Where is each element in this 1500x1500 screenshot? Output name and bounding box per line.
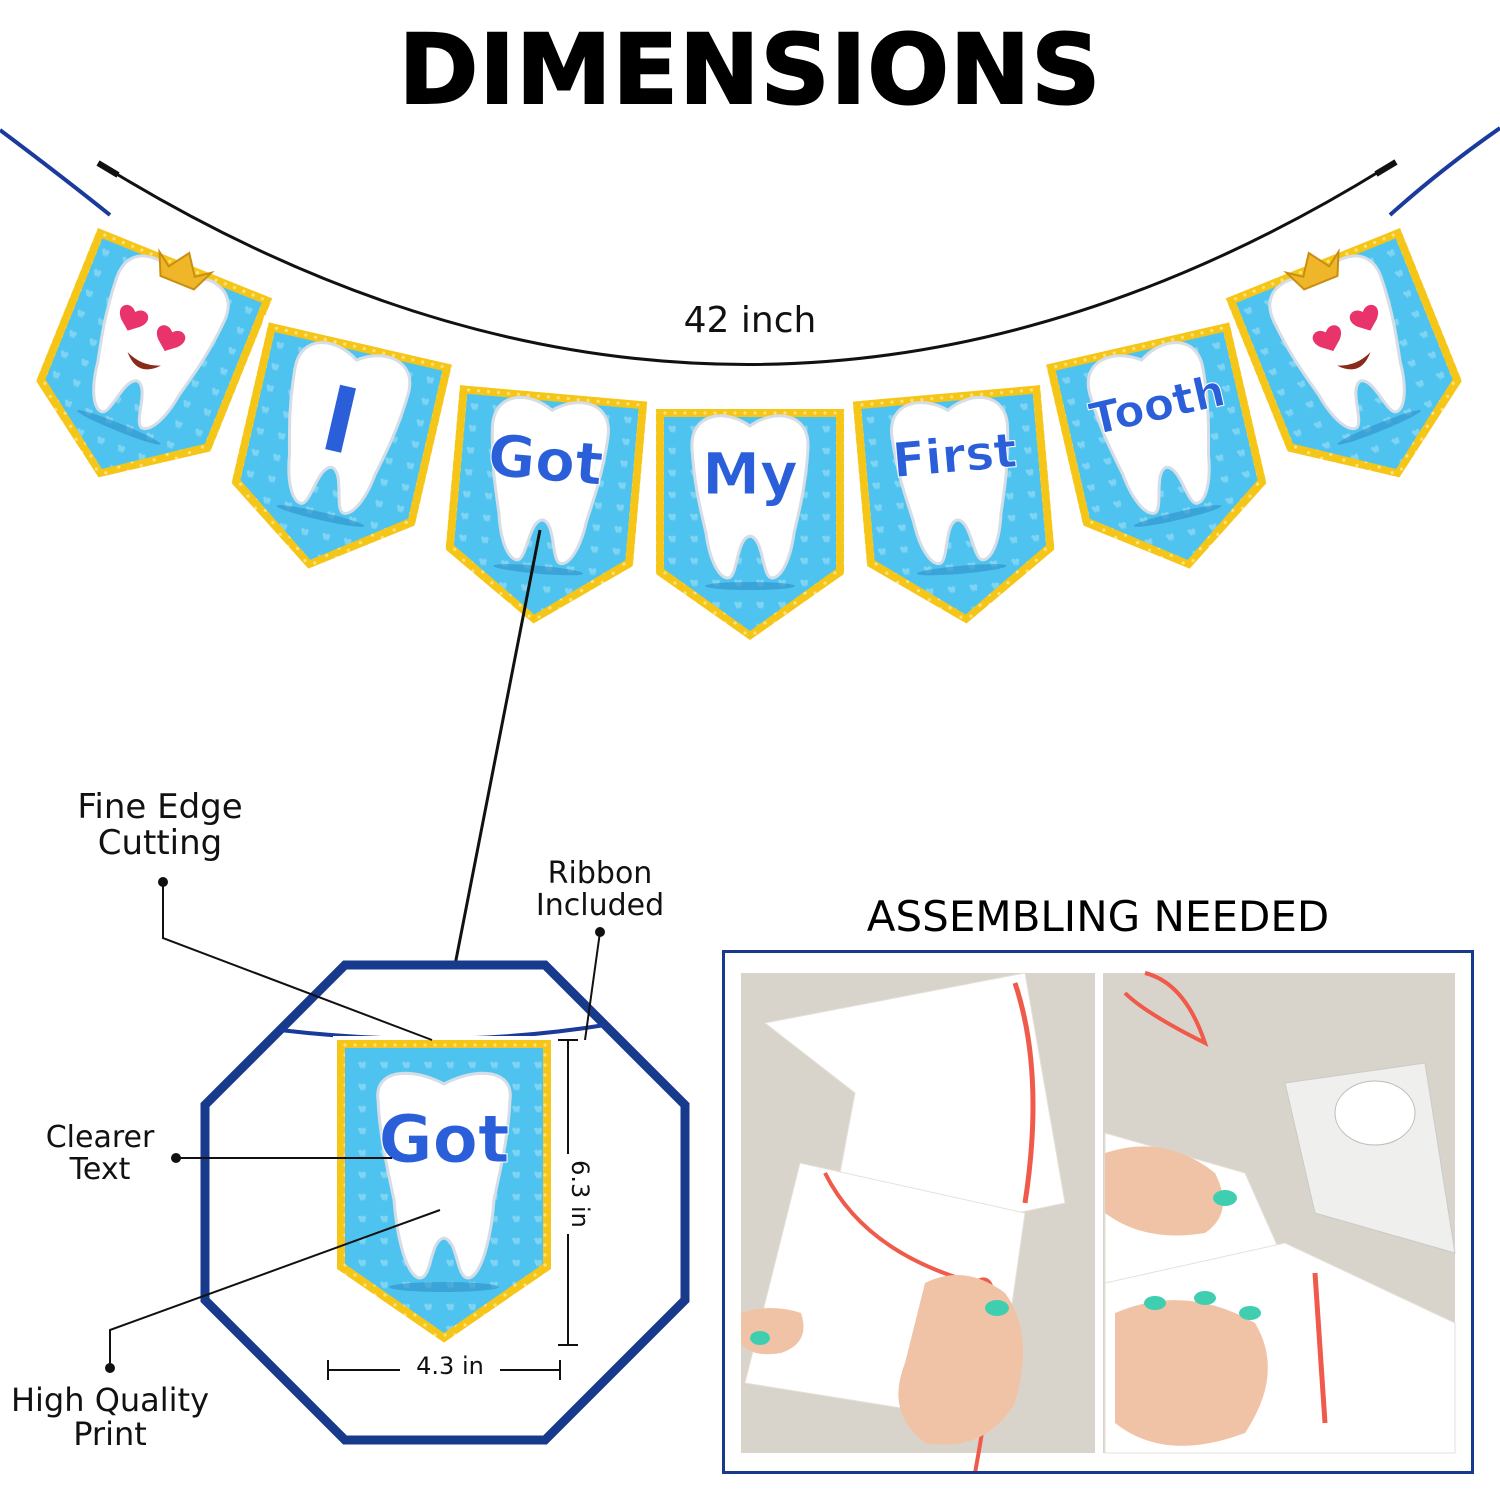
ribbon-strand — [1123, 971, 1209, 1047]
pennant-1 — [1, 218, 282, 524]
page-title: DIMENSIONS — [398, 13, 1102, 127]
assembly-photos — [741, 971, 1456, 1471]
callout-high-quality-line1: High Quality — [10, 1381, 210, 1419]
detail-pennant — [333, 1036, 555, 1348]
fine-edge-leader — [162, 882, 433, 1041]
callout-fine-edge-line2: Cutting — [97, 822, 223, 863]
width-dimension-tick-right — [1374, 159, 1398, 177]
callout-fine-edge: Fine Edge Cutting — [60, 787, 260, 863]
heart-eye-icon — [119, 304, 149, 331]
pennant-text-4: My — [702, 440, 798, 508]
high-quality-leader — [109, 1209, 441, 1368]
pennant-width-label: 4.3 in — [400, 1352, 500, 1380]
ribbon-leader — [584, 931, 601, 1041]
pennant-7 — [1216, 218, 1497, 524]
callout-ribbon-line2: Included — [535, 887, 665, 923]
callout-clearer-text: Clearer Text — [30, 1122, 170, 1185]
heart-eye-icon — [1312, 325, 1342, 351]
assembly-photos-frame — [722, 950, 1474, 1474]
ribbon-strand — [1312, 1272, 1328, 1424]
heart-eye-icon — [1349, 304, 1379, 331]
callout-clearer-line2: Text — [69, 1151, 131, 1187]
pennant-text-3: Got — [485, 421, 606, 499]
assembly-photo-left — [741, 972, 1095, 1471]
width-dimension-arc — [109, 166, 1386, 366]
pennant-height-label: 6.3 in — [566, 1154, 594, 1234]
hand — [898, 1275, 1023, 1445]
ribbon-strand — [1012, 982, 1036, 1204]
callout-high-quality-line2: Print — [73, 1414, 147, 1453]
heart-eye-icon — [156, 325, 186, 351]
hand — [1105, 1146, 1223, 1236]
smile-icon — [1337, 352, 1371, 370]
banner-width-label: 42 inch — [683, 300, 817, 341]
pennant-text-5: First — [890, 423, 1019, 490]
assembling-title: ASSEMBLING NEEDED — [866, 892, 1330, 941]
callout-high-quality: High Quality Print — [10, 1381, 210, 1453]
width-dimension-tick-left — [96, 160, 120, 178]
callout-fine-edge-line1: Fine Edge — [77, 787, 243, 827]
crown-icon — [158, 248, 215, 291]
hand — [1115, 1300, 1268, 1446]
callout-ribbon-line1: Ribbon — [547, 856, 653, 891]
ribbon-right — [1388, 126, 1500, 217]
smile-icon — [127, 352, 161, 370]
pennant-5 — [844, 377, 1069, 642]
crown-icon — [1283, 248, 1340, 291]
detail-connector-line — [453, 529, 542, 966]
assembly-photo-right — [1103, 971, 1456, 1454]
ribbon-left — [0, 128, 112, 217]
detail-pennant-text: Got — [378, 1101, 509, 1178]
callout-ribbon: Ribbon Included — [520, 858, 680, 921]
callout-clearer-line1: Clearer — [45, 1120, 155, 1155]
pennant-3 — [431, 377, 656, 642]
